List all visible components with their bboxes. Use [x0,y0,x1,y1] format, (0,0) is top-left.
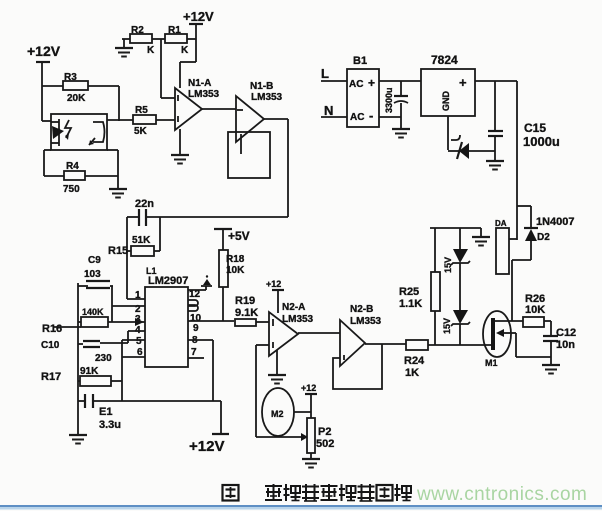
svg-text:R3: R3 [64,72,77,83]
svg-text:10K: 10K [525,304,545,316]
svg-text:9.1K: 9.1K [235,307,258,319]
svg-text:+12: +12 [301,383,316,393]
svg-text:103: 103 [84,269,101,280]
svg-text:-: - [369,108,373,123]
svg-text:7824: 7824 [431,53,458,67]
svg-text:B1: B1 [353,55,367,67]
svg-text:GND: GND [441,91,451,112]
svg-text:N2-A: N2-A [282,302,305,313]
svg-text:2: 2 [135,304,141,315]
svg-text:R4: R4 [66,161,79,172]
svg-text:10: 10 [190,313,202,324]
svg-text:R24: R24 [404,355,425,367]
svg-text:N1-A: N1-A [188,78,211,89]
svg-text:+12V: +12V [189,438,224,455]
svg-text:K: K [181,45,189,56]
svg-text:L: L [321,66,329,81]
svg-text:R17: R17 [41,371,61,383]
svg-text:N2-B: N2-B [350,304,373,315]
svg-text:N: N [324,103,333,118]
svg-text:140K: 140K [82,307,104,317]
svg-text:P2: P2 [318,426,331,438]
svg-text:+5V: +5V [228,229,250,243]
svg-text:C15: C15 [524,121,546,135]
svg-text:R25: R25 [399,286,419,298]
svg-text:1.1K: 1.1K [399,298,422,310]
svg-text:5K: 5K [134,126,148,137]
svg-text:22n: 22n [135,198,154,210]
svg-text:3300u: 3300u [384,87,394,113]
svg-text:R26: R26 [525,293,545,305]
svg-text:LM353: LM353 [350,316,382,327]
svg-text:1N4007: 1N4007 [536,216,575,228]
svg-text:1000u: 1000u [523,134,560,149]
svg-text:LM353: LM353 [188,89,220,100]
svg-text:E1: E1 [99,406,112,418]
svg-text:LM353: LM353 [282,314,314,325]
svg-text:C12: C12 [556,327,576,339]
svg-text:91K: 91K [80,366,99,377]
svg-text:51K: 51K [132,235,151,246]
svg-text:D2: D2 [537,232,550,243]
svg-text:+12V: +12V [183,9,214,24]
svg-text:K: K [147,45,155,56]
svg-text:C9: C9 [88,255,101,266]
svg-text:9: 9 [193,323,199,334]
svg-text:R19: R19 [235,295,255,307]
svg-text:502: 502 [316,438,334,450]
svg-text:R5: R5 [135,105,148,116]
svg-text:R15: R15 [108,245,128,257]
svg-text:C10: C10 [41,340,60,351]
svg-text:+: + [459,75,467,90]
svg-text:+12: +12 [266,279,281,289]
svg-text:AC: AC [350,112,364,123]
svg-text:15V: 15V [442,318,452,334]
svg-text:R1: R1 [168,25,181,36]
svg-text:3.3u: 3.3u [99,419,121,431]
svg-text:+12V: +12V [27,43,61,59]
svg-text:DA: DA [495,219,507,228]
svg-text:10n: 10n [556,339,575,351]
svg-text:R2: R2 [131,25,144,36]
svg-text:1: 1 [135,290,141,301]
svg-text:10K: 10K [226,265,245,276]
svg-text:20K: 20K [67,93,86,104]
svg-text:R16: R16 [42,323,62,335]
svg-text:N1-B: N1-B [250,81,273,92]
svg-text:LM2907: LM2907 [148,275,188,287]
svg-text:6: 6 [137,347,143,358]
svg-text:7: 7 [191,347,197,358]
svg-text:R18: R18 [226,254,245,265]
svg-text:12: 12 [189,289,201,300]
svg-text:750: 750 [63,184,80,195]
svg-text:15V: 15V [443,257,453,273]
svg-text:LM353: LM353 [251,92,283,103]
svg-text:www.cntronics.com: www.cntronics.com [416,484,587,505]
svg-text:1K: 1K [405,367,419,379]
svg-text:L1: L1 [146,266,157,276]
svg-text:AC: AC [349,79,363,90]
svg-text:M1: M1 [485,358,498,368]
svg-text:5: 5 [136,336,142,347]
svg-text:230: 230 [95,353,112,364]
svg-text:M2: M2 [271,409,284,419]
svg-text:+: + [368,76,375,90]
